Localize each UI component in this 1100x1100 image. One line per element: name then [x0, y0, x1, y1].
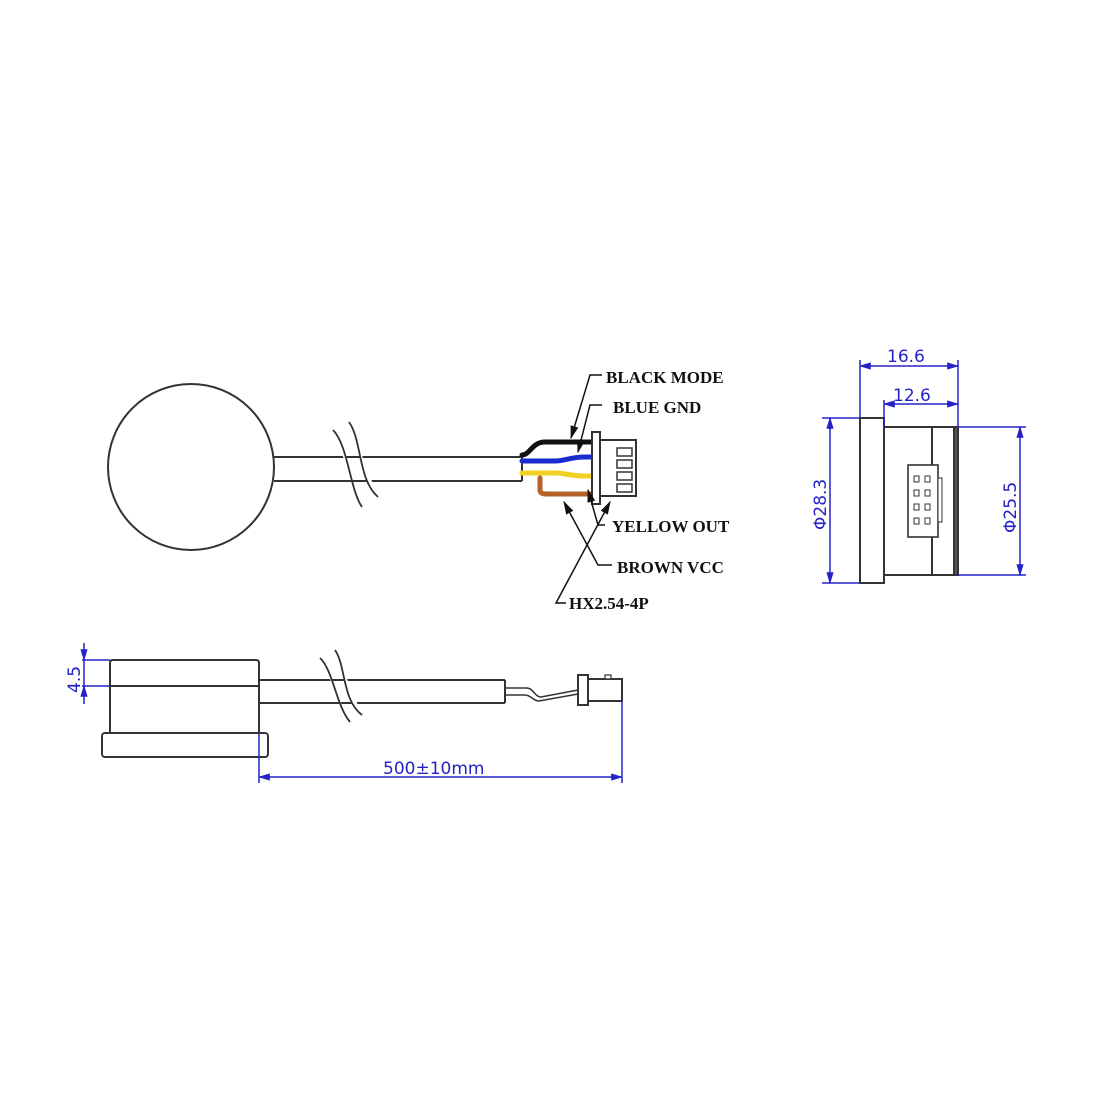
label-blue-gnd: BLUE GND — [613, 398, 701, 417]
dim-12-6: 12.6 — [893, 386, 931, 406]
side-view — [101, 649, 623, 758]
dim-28-3: Φ28.3 — [811, 479, 831, 530]
dim-25-5: Φ25.5 — [1001, 482, 1021, 533]
wire-yellow — [519, 470, 595, 479]
label-brown-vcc: BROWN VCC — [617, 558, 724, 577]
top-view — [107, 383, 523, 551]
connector-top — [591, 431, 637, 505]
dim-16-6: 16.6 — [887, 347, 925, 367]
leaders — [554, 374, 612, 604]
label-yellow-out: YELLOW OUT — [612, 517, 730, 536]
wires — [519, 439, 595, 497]
side-view-dimensions — [80, 643, 624, 783]
dim-4-5: 4.5 — [65, 666, 85, 693]
wire-brown — [537, 475, 595, 497]
end-view — [859, 417, 959, 584]
end-view-dimensions — [822, 360, 1026, 585]
wire-black — [519, 439, 595, 458]
label-connector-type: HX2.54-4P — [569, 594, 649, 613]
dim-cable-length: 500±10mm — [383, 759, 484, 779]
label-black-mode: BLACK MODE — [606, 368, 724, 387]
wire-blue — [519, 454, 595, 464]
sensor-disc — [107, 383, 275, 551]
